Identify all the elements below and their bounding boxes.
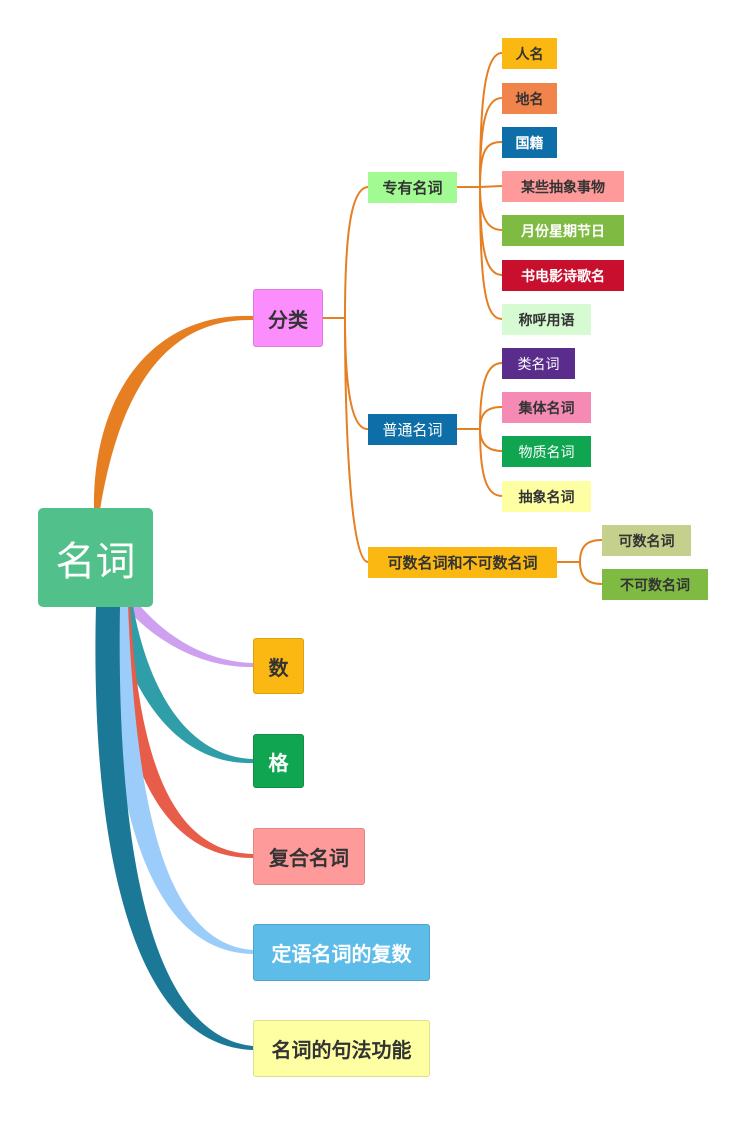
connectors — [323, 52, 603, 585]
node-syntactic-function[interactable]: 名词的句法功能 — [253, 1020, 430, 1077]
node-attributive-noun-plural[interactable]: 定语名词的复数 — [253, 924, 430, 981]
node-place-names[interactable]: 地名 — [502, 83, 557, 114]
node-collective-nouns[interactable]: 集体名词 — [502, 392, 591, 423]
branch-fenlei — [93, 315, 253, 510]
node-number[interactable]: 数 — [253, 638, 304, 694]
branch-jufa — [95, 605, 254, 1050]
node-common-nouns[interactable]: 普通名词 — [368, 414, 457, 445]
node-classification[interactable]: 分类 — [253, 289, 323, 347]
node-forms-of-address[interactable]: 称呼用语 — [502, 304, 591, 335]
node-proper-nouns[interactable]: 专有名词 — [368, 172, 457, 203]
node-uncountable-nouns[interactable]: 不可数名词 — [602, 569, 708, 600]
node-case[interactable]: 格 — [253, 734, 304, 788]
node-person-names[interactable]: 人名 — [502, 38, 557, 69]
node-class-nouns[interactable]: 类名词 — [502, 348, 575, 379]
node-countable-nouns[interactable]: 可数名词 — [602, 525, 691, 556]
branch-dingyu — [106, 605, 253, 954]
node-abstract-things[interactable]: 某些抽象事物 — [502, 171, 624, 202]
node-countable-uncountable[interactable]: 可数名词和不可数名词 — [368, 547, 557, 578]
node-abstract-nouns[interactable]: 抽象名词 — [502, 481, 591, 512]
root-node[interactable]: 名词 — [38, 508, 153, 607]
node-material-nouns[interactable]: 物质名词 — [502, 436, 591, 467]
node-nationality[interactable]: 国籍 — [502, 127, 557, 158]
node-titles-of-works[interactable]: 书电影诗歌名 — [502, 260, 624, 291]
node-months-days-holidays[interactable]: 月份星期节日 — [502, 215, 624, 246]
node-compound-nouns[interactable]: 复合名词 — [253, 828, 365, 885]
